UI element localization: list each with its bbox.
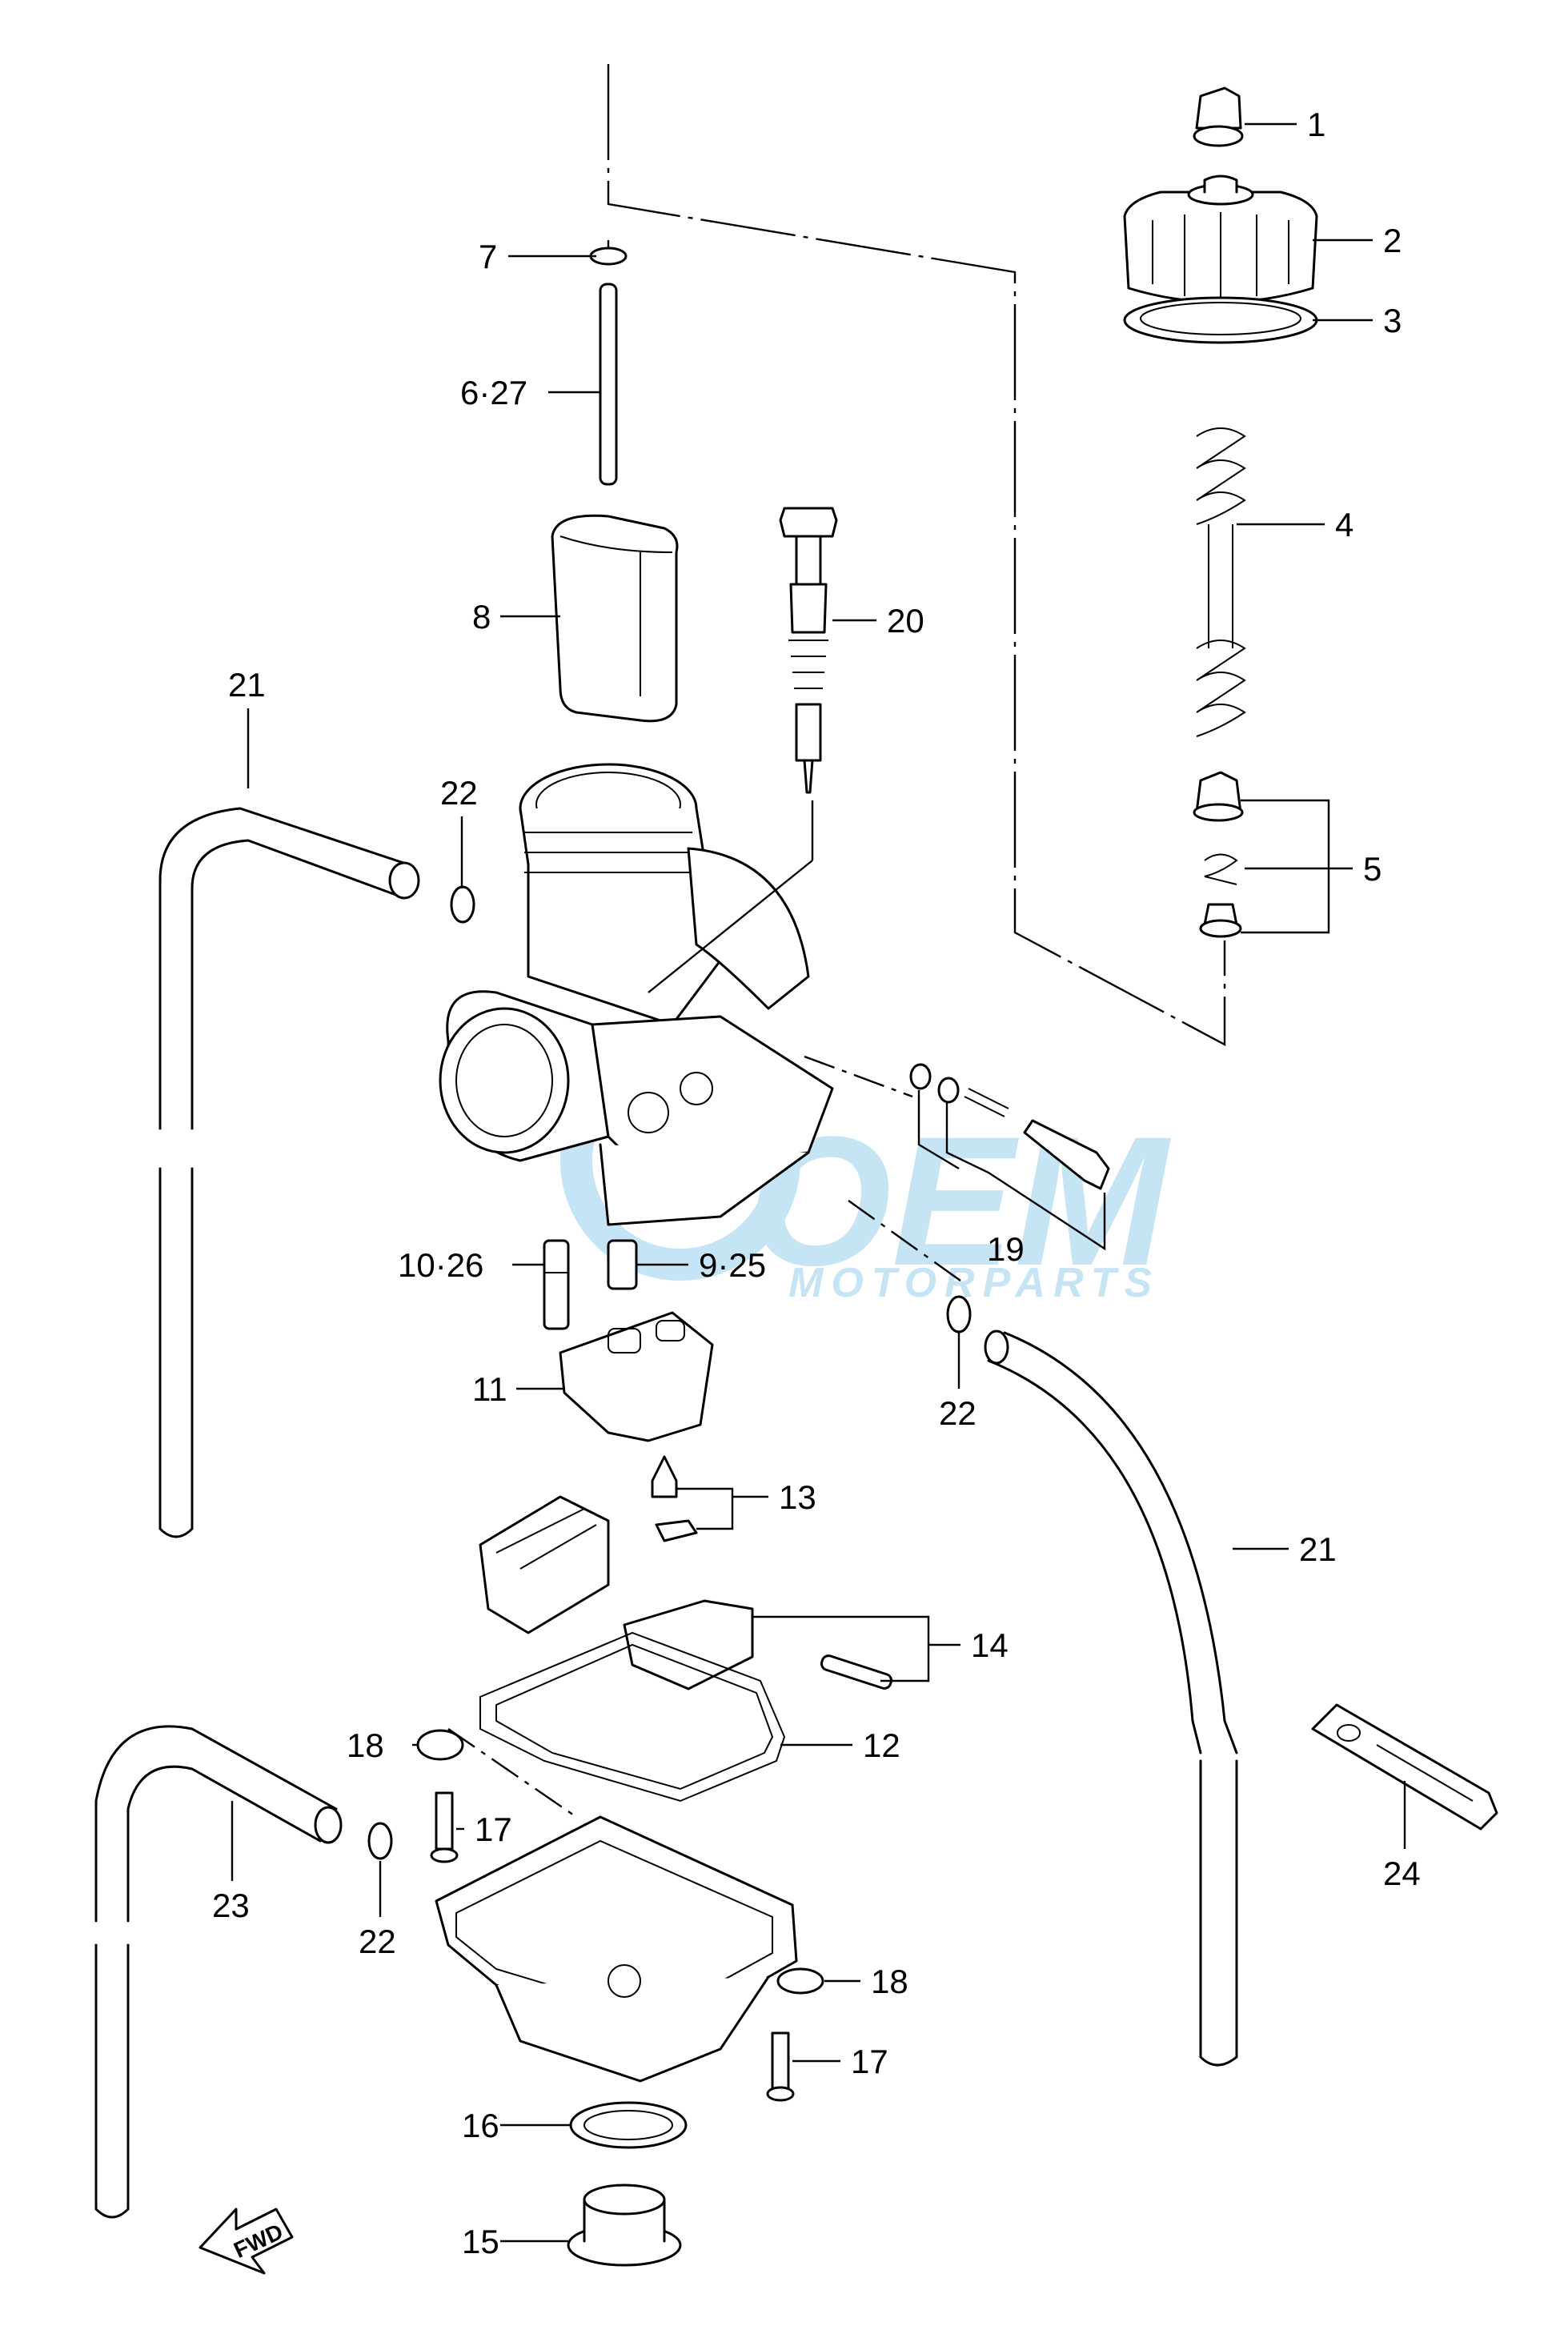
- label-part-17-upper: 17: [475, 1811, 512, 1848]
- part-12-float-bowl-gasket: [479, 1631, 786, 1803]
- label-part-5: 5: [1363, 850, 1382, 888]
- part-8-throttle-valve: [551, 514, 679, 723]
- label-part-10-26: 10·26: [398, 1246, 483, 1284]
- part-10-26-main-jet: [543, 1239, 570, 1330]
- part-24-hose-guide: [1311, 1703, 1498, 1831]
- label-part-22-lower: 22: [359, 1923, 396, 1960]
- label-part-7: 7: [479, 238, 497, 275]
- assembly-guide-line: [607, 64, 1226, 1047]
- part-3-gasket: [1123, 296, 1318, 344]
- label-part-17-lower: 17: [851, 2043, 888, 2080]
- part-22-hose-clip-middle: [946, 1295, 972, 1333]
- carburetor-body: [439, 763, 961, 1281]
- float-bowl: [435, 1728, 798, 2083]
- part-17-screw-lower: [766, 2031, 795, 2102]
- label-part-11: 11: [472, 1370, 507, 1408]
- label-part-9-25: 9·25: [699, 1246, 766, 1284]
- label-part-19: 19: [987, 1230, 1025, 1268]
- label-part-14: 14: [971, 1626, 1009, 1664]
- watermark-logo: OEM: [748, 1098, 1171, 1304]
- label-part-6-27: 6·27: [460, 374, 527, 411]
- label-part-22-middle: 22: [939, 1394, 976, 1432]
- label-part-12: 12: [863, 1726, 900, 1764]
- part-18-clamp-lower: [776, 1967, 824, 1995]
- part-18-clamp-upper: [416, 1729, 464, 1761]
- part-16-o-ring: [569, 2101, 688, 2149]
- part-23-overflow-hose: [94, 1725, 343, 2219]
- part-17-screw-upper: [430, 1791, 459, 1863]
- part-13-needle-valve: [651, 1455, 698, 1542]
- label-part-16: 16: [462, 2107, 499, 2144]
- part-20-air-screw: [779, 507, 838, 860]
- label-part-18-upper: 18: [347, 1726, 384, 1764]
- label-part-15: 15: [462, 2223, 499, 2260]
- label-part-4: 4: [1335, 506, 1353, 543]
- part-4-spring: [1196, 427, 1246, 737]
- part-14-float-assembly: [479, 1495, 892, 1690]
- part-11-float: [559, 1311, 714, 1442]
- label-part-1: 1: [1307, 106, 1325, 143]
- label-part-3: 3: [1383, 302, 1402, 339]
- part-21-hose-left: [158, 807, 420, 1538]
- part-9-25-pilot-jet: [607, 1239, 638, 1290]
- part-1-rubber-cap: [1193, 86, 1244, 147]
- label-part-8: 8: [472, 598, 491, 636]
- part-22-hose-clip-lower: [367, 1822, 393, 1860]
- part-15-drain-plug: [567, 2184, 682, 2267]
- label-part-24: 24: [1383, 1855, 1421, 1892]
- label-part-21-right: 21: [1299, 1530, 1337, 1568]
- part-21-hose-right: [984, 1329, 1238, 2067]
- part-19-pilot-screw-set: [909, 1063, 1110, 1251]
- label-part-13: 13: [779, 1478, 816, 1516]
- watermark-tagline: MOTORPARTS: [788, 1260, 1160, 1306]
- leader-lines: [231, 122, 1406, 2243]
- label-part-22-upper: 22: [440, 774, 478, 812]
- part-number-labels: 1 2 3 4 5 6·27 7 8 9·25 10·26 11 12 13 1…: [212, 106, 1421, 2260]
- label-part-23: 23: [212, 1887, 250, 1924]
- part-5-valve-set: [1193, 771, 1244, 938]
- part-22-hose-clip-upper: [450, 885, 475, 924]
- label-part-18-lower: 18: [871, 1963, 908, 2000]
- label-part-21-left: 21: [228, 666, 266, 704]
- part-6-27-jet-needle: [599, 283, 618, 486]
- label-part-2: 2: [1383, 222, 1402, 259]
- fwd-arrow-icon: FWD: [199, 2208, 294, 2275]
- part-2-top-cap: [1123, 174, 1318, 303]
- label-part-20: 20: [887, 602, 924, 640]
